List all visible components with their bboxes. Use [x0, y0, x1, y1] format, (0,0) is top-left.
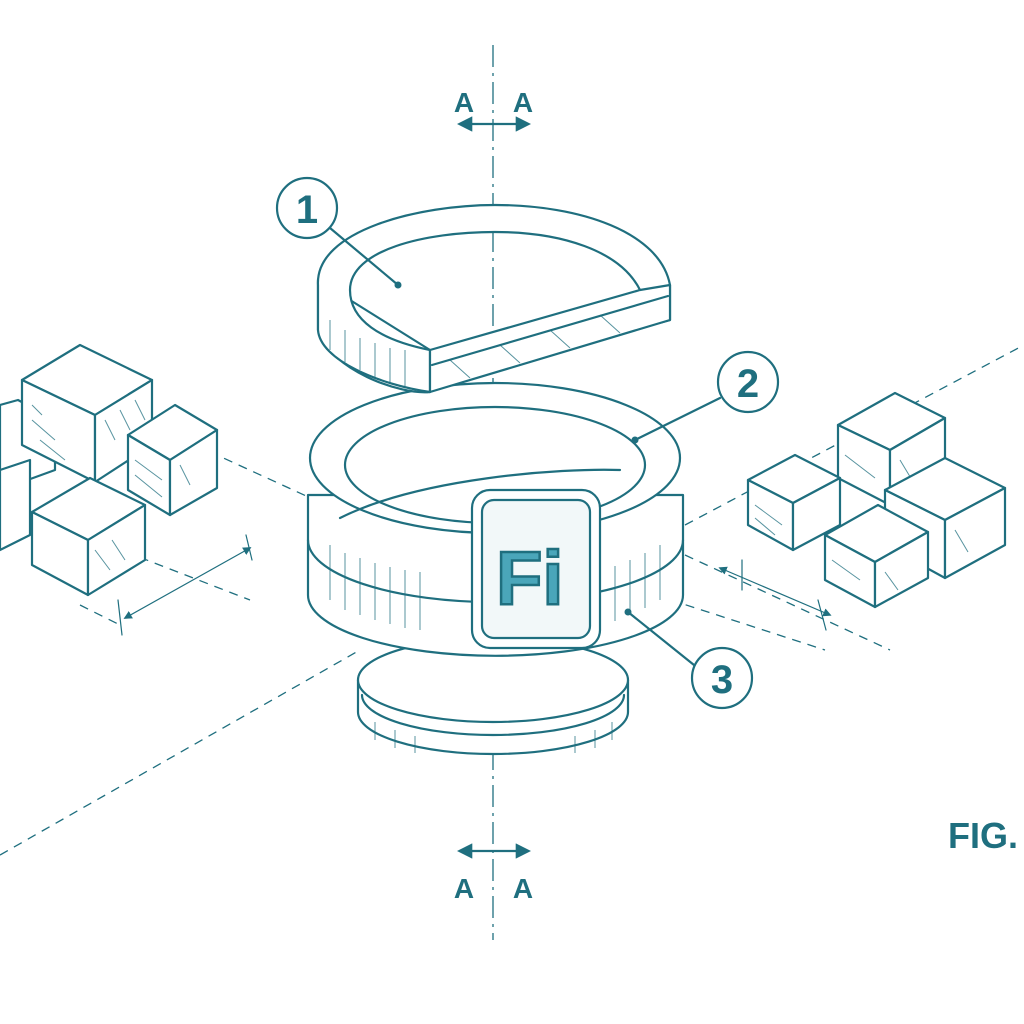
left-cube-right	[126, 403, 219, 517]
callout-dot-1	[394, 281, 402, 289]
right-cube-cluster	[746, 391, 1007, 609]
left-dimension-tick	[117, 599, 123, 636]
callout-number-1: 1	[296, 188, 318, 232]
left-dimension	[117, 534, 253, 636]
callout-number-2: 2	[737, 362, 759, 406]
right-cube-left	[746, 453, 842, 552]
left-dimension-line	[123, 547, 252, 619]
section-letter-bottom-right: A	[513, 873, 533, 904]
fi-logo-badge: Fi	[470, 488, 602, 650]
callout-leader-1	[328, 226, 400, 287]
callout-dot-2	[631, 436, 639, 444]
callout-2: 2	[631, 350, 780, 444]
right-dimension	[718, 559, 832, 631]
callout-leader-3	[626, 610, 696, 667]
section-letter-top-right: A	[513, 87, 533, 118]
left-projection-line-bottom	[79, 604, 121, 626]
left-cube-top	[20, 343, 154, 484]
right-cube-front	[823, 503, 930, 609]
right-dimension-line	[718, 566, 832, 617]
left-dimension-tick-2	[245, 534, 253, 561]
left-cube-bottom-left	[0, 458, 32, 552]
right-cube-top	[836, 391, 947, 507]
top-split-ring	[316, 203, 672, 394]
left-cube-front	[30, 476, 147, 597]
figure-label: FIG.	[948, 815, 1018, 856]
callout-1: 1	[275, 176, 402, 289]
left-diagonal-line	[0, 649, 361, 856]
left-cube-cluster	[0, 343, 219, 597]
callout-3: 3	[624, 608, 754, 710]
callout-leader-2	[633, 396, 722, 442]
section-mark-bottom: A A	[454, 843, 533, 904]
callout-number-3: 3	[711, 658, 733, 702]
fi-logo-text: Fi	[496, 536, 564, 621]
section-letter-bottom-left: A	[454, 873, 474, 904]
callout-dot-3	[624, 608, 632, 616]
right-dimension-tick-2	[817, 599, 827, 631]
section-letter-top-left: A	[454, 87, 474, 118]
section-mark-top: A A	[454, 87, 533, 132]
